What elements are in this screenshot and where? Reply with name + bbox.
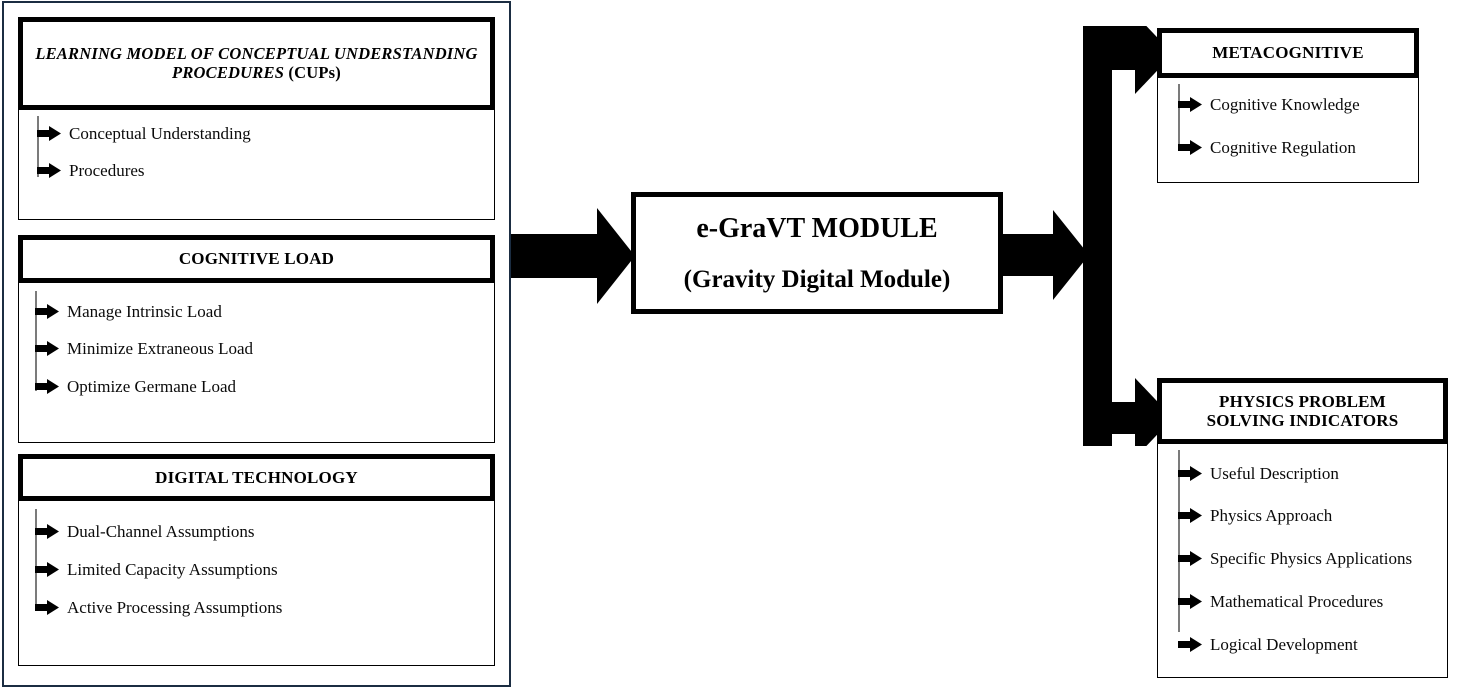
list-item-label: Cognitive Regulation bbox=[1210, 138, 1356, 157]
group-cognitive-load: COGNITIVE LOAD Manage Intrinsic Load Min… bbox=[18, 235, 495, 443]
group-title-cups-roman: (CUPs) bbox=[288, 62, 341, 82]
arrow-bullet-icon bbox=[1178, 97, 1202, 112]
group-title-cups: LEARNING MODEL OF CONCEPTUAL UNDERSTANDI… bbox=[18, 17, 495, 110]
group-title-physics-line2: SOLVING INDICATORS bbox=[1206, 411, 1399, 430]
arrow-bullet-icon bbox=[37, 126, 61, 141]
group-body-digital-technology: Dual-Channel Assumptions Limited Capacit… bbox=[18, 501, 495, 666]
module-title-line2: (Gravity Digital Module) bbox=[683, 265, 951, 293]
list-item-label: Dual-Channel Assumptions bbox=[67, 522, 255, 541]
arrow-bullet-icon bbox=[35, 379, 59, 394]
group-title-physics-line1: PHYSICS PROBLEM bbox=[1219, 391, 1386, 411]
list-item: Limited Capacity Assumptions bbox=[35, 561, 278, 578]
bullet-spine-cups bbox=[37, 116, 39, 177]
arrow-bullet-icon bbox=[35, 341, 59, 356]
list-item: Useful Description bbox=[1178, 465, 1339, 482]
arrow-bullet-icon bbox=[1178, 551, 1202, 566]
module-box-egravt: e-GraVT MODULE (Gravity Digital Module) bbox=[631, 192, 1003, 314]
group-title-digital-technology: DIGITAL TECHNOLOGY bbox=[18, 454, 495, 501]
group-title-metacognitive: METACOGNITIVE bbox=[1157, 28, 1419, 78]
list-item: Manage Intrinsic Load bbox=[35, 303, 222, 320]
list-item: Conceptual Understanding bbox=[37, 125, 251, 142]
list-item: Logical Development bbox=[1178, 636, 1358, 653]
group-title-digital-technology-text: DIGITAL TECHNOLOGY bbox=[155, 467, 358, 487]
arrow-bullet-icon bbox=[35, 600, 59, 615]
list-item: Minimize Extraneous Load bbox=[35, 340, 253, 357]
list-item-label: Minimize Extraneous Load bbox=[67, 339, 254, 358]
bullet-spine-cognitive-load bbox=[35, 291, 37, 391]
group-body-cognitive-load: Manage Intrinsic Load Minimize Extraneou… bbox=[18, 283, 495, 443]
group-body-cups: Conceptual Understanding Procedures bbox=[18, 110, 495, 220]
arrow-bullet-icon bbox=[1178, 637, 1202, 652]
connector-module-to-branch bbox=[1003, 210, 1089, 300]
group-title-physics-problem-solving: PHYSICS PROBLEM SOLVING INDICATORS bbox=[1157, 378, 1448, 444]
arrow-bullet-icon bbox=[35, 304, 59, 319]
group-learning-model-cups: LEARNING MODEL OF CONCEPTUAL UNDERSTANDI… bbox=[18, 17, 495, 220]
group-physics-problem-solving: PHYSICS PROBLEM SOLVING INDICATORS Usefu… bbox=[1157, 378, 1448, 678]
list-item: Active Processing Assumptions bbox=[35, 599, 282, 616]
connector-inputs-to-module bbox=[511, 208, 635, 304]
list-item-label: Logical Development bbox=[1210, 635, 1358, 654]
list-item-label: Cognitive Knowledge bbox=[1210, 95, 1360, 114]
list-item-label: Specific Physics Applications bbox=[1210, 549, 1413, 568]
arrow-bullet-icon bbox=[35, 562, 59, 577]
arrow-bullet-icon bbox=[35, 524, 59, 539]
list-item-label: Mathematical Procedures bbox=[1210, 592, 1384, 611]
module-title-line1: e-GraVT MODULE bbox=[696, 212, 938, 244]
arrow-bullet-icon bbox=[1178, 594, 1202, 609]
group-digital-technology: DIGITAL TECHNOLOGY Dual-Channel Assumpti… bbox=[18, 454, 495, 666]
bullet-spine-digital-technology bbox=[35, 509, 37, 609]
list-item: Specific Physics Applications bbox=[1178, 550, 1412, 567]
list-item-label: Active Processing Assumptions bbox=[67, 598, 283, 617]
group-title-metacognitive-text: METACOGNITIVE bbox=[1212, 43, 1364, 63]
list-item-label: Optimize Germane Load bbox=[67, 377, 236, 396]
list-item: Optimize Germane Load bbox=[35, 378, 236, 395]
arrow-bullet-icon bbox=[1178, 508, 1202, 523]
group-body-metacognitive: Cognitive Knowledge Cognitive Regulation bbox=[1157, 78, 1419, 183]
list-item: Dual-Channel Assumptions bbox=[35, 523, 254, 540]
group-title-cognitive-load-text: COGNITIVE LOAD bbox=[178, 249, 335, 269]
list-item: Physics Approach bbox=[1178, 507, 1332, 524]
arrow-bullet-icon bbox=[37, 163, 61, 178]
list-item: Procedures bbox=[37, 162, 145, 179]
list-item: Cognitive Knowledge bbox=[1178, 96, 1360, 113]
group-title-cups-italic: LEARNING MODEL OF CONCEPTUAL UNDERSTANDI… bbox=[35, 44, 478, 82]
list-item-label: Physics Approach bbox=[1210, 506, 1333, 525]
list-item-label: Conceptual Understanding bbox=[69, 124, 251, 143]
group-body-physics-problem-solving: Useful Description Physics Approach Spec… bbox=[1157, 444, 1448, 678]
list-item-label: Limited Capacity Assumptions bbox=[67, 560, 278, 579]
arrow-bullet-icon bbox=[1178, 140, 1202, 155]
arrow-bullet-icon bbox=[1178, 466, 1202, 481]
group-title-cognitive-load: COGNITIVE LOAD bbox=[18, 235, 495, 283]
list-item: Mathematical Procedures bbox=[1178, 593, 1383, 610]
list-item-label: Manage Intrinsic Load bbox=[67, 302, 222, 321]
list-item-label: Procedures bbox=[69, 161, 145, 180]
list-item-label: Useful Description bbox=[1210, 464, 1339, 483]
list-item: Cognitive Regulation bbox=[1178, 139, 1356, 156]
bullet-spine-physics bbox=[1178, 450, 1180, 632]
bullet-spine-metacognitive bbox=[1178, 84, 1180, 144]
group-metacognitive: METACOGNITIVE Cognitive Knowledge Cognit… bbox=[1157, 28, 1419, 183]
connector-branch-trunk bbox=[1083, 26, 1173, 446]
